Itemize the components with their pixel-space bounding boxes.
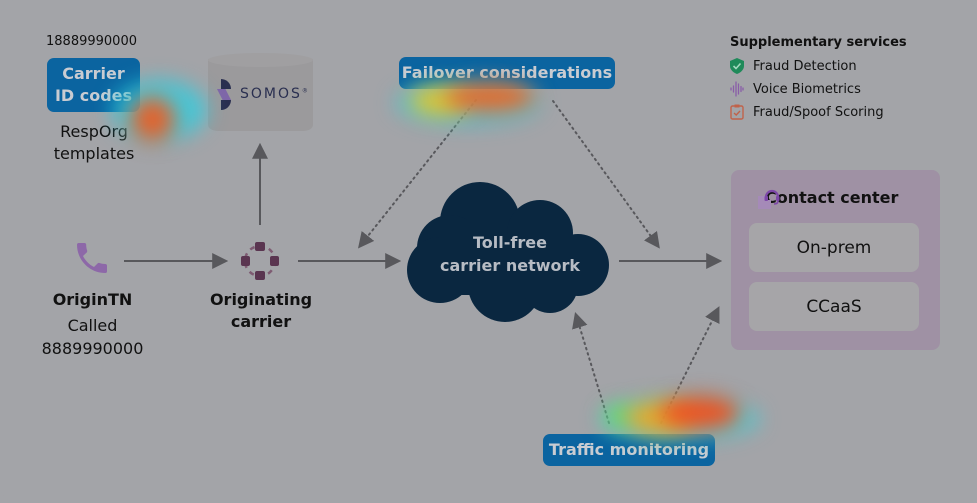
- originating-carrier-label: Originating carrier: [200, 289, 322, 333]
- supplementary-item-fraud-detection: Fraud Detection: [730, 58, 907, 74]
- carrier-id-codes-badge[interactable]: Carrier ID codes: [47, 58, 140, 112]
- contact-center-header: Contact center: [757, 188, 899, 209]
- supplementary-item-fraud-spoof-scoring: Fraud/Spoof Scoring: [730, 104, 907, 120]
- contact-center-panel[interactable]: Contact center On-prem CCaaS: [731, 170, 940, 350]
- supplementary-item-voice-biometrics: Voice Biometrics: [730, 81, 907, 97]
- dotted-failover-to-right: [552, 100, 660, 249]
- voice-biometrics-label: Voice Biometrics: [753, 81, 861, 97]
- contact-center-ccaas[interactable]: CCaaS: [749, 282, 919, 331]
- origin-tn-label: OriginTN Called 8889990000: [30, 290, 155, 360]
- carrier-id-badge-line2: ID codes: [54, 86, 133, 105]
- supplementary-title: Supplementary services: [730, 35, 907, 50]
- fraud-spoof-scoring-label: Fraud/Spoof Scoring: [753, 104, 884, 120]
- contact-center-title: Contact center: [765, 188, 899, 207]
- supplementary-services: Supplementary services Fraud Detection V…: [730, 35, 907, 120]
- toll-free-cloud[interactable]: [407, 182, 609, 322]
- headset-building-icon: [758, 189, 780, 209]
- clipboard-check-icon: [730, 104, 744, 120]
- phone-icon[interactable]: [72, 238, 112, 278]
- somos-database[interactable]: SOMOS®: [208, 53, 313, 131]
- shield-check-icon: [730, 58, 744, 74]
- carrier-id-badge-line1: Carrier: [62, 64, 125, 83]
- contact-center-on-prem[interactable]: On-prem: [749, 223, 919, 272]
- origin-number: 8889990000: [41, 339, 144, 358]
- cloud-label: Toll-free carrier network: [420, 231, 600, 277]
- resporg-line1: RespOrg: [60, 122, 128, 141]
- dotted-traffic-to-cloud: [572, 311, 610, 424]
- voice-waveform-icon: [730, 81, 744, 97]
- fraud-detection-label: Fraud Detection: [753, 58, 857, 74]
- somos-logo-icon: [217, 79, 233, 111]
- somos-logo-text: SOMOS®: [240, 86, 310, 102]
- failover-considerations-badge[interactable]: Failover considerations: [399, 57, 615, 89]
- resporg-templates-caption: RespOrg templates: [40, 121, 148, 165]
- origin-called-label: Called: [67, 316, 118, 335]
- network-nodes-icon[interactable]: [239, 240, 281, 282]
- originating-carrier-line2: carrier: [230, 312, 292, 331]
- cloud-line1: Toll-free: [473, 233, 547, 252]
- dotted-failover-to-left: [358, 99, 477, 249]
- resporg-line2: templates: [53, 144, 135, 163]
- dotted-traffic-to-contact-center: [660, 306, 720, 424]
- carrier-id-number: 18889990000: [46, 34, 137, 49]
- origin-tn-title: OriginTN: [52, 290, 133, 309]
- originating-carrier-line1: Originating: [209, 290, 313, 309]
- cloud-line2: carrier network: [439, 256, 581, 275]
- traffic-monitoring-badge[interactable]: Traffic monitoring: [543, 434, 715, 466]
